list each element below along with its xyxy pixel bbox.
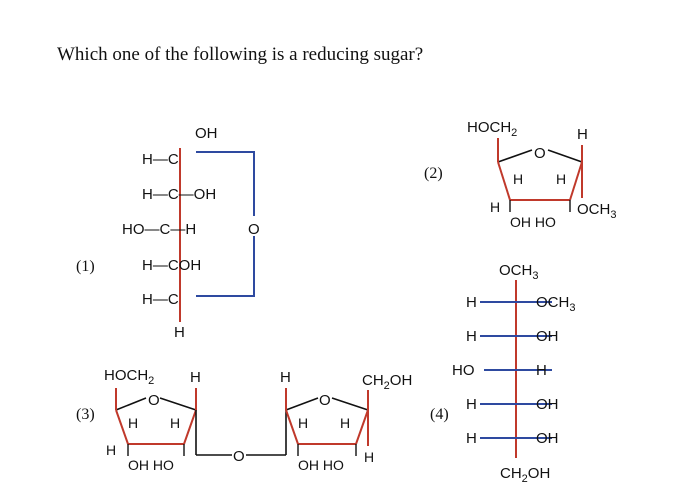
ring1-bond [159, 397, 197, 411]
row4-right-label: OH [536, 396, 559, 413]
structure-option-2: HOCH2 H O H H H OH HO OCH3 [467, 119, 616, 230]
ring2-oh-ho: OH HO [298, 457, 344, 473]
question-text: Which one of the following is a reducing… [57, 44, 424, 65]
option-1-label: (1) [76, 258, 95, 275]
h-inner-right-label: H [556, 171, 566, 187]
och3-label: OCH3 [577, 201, 616, 221]
oh-top-label: OH [195, 125, 218, 142]
h-top-right-label: H [577, 126, 588, 143]
structure-option-4: OCH3 H OCH3 H OH HO H H OH H OH CH2OH [452, 262, 575, 485]
ring2-h-top-label: H [280, 369, 291, 386]
row3-label: HO—C—H [122, 221, 196, 238]
ring2-h-inner-left: H [298, 415, 308, 431]
row2-left-label: H [466, 328, 477, 345]
ring-link-top [196, 151, 255, 216]
option-3-label: (3) [76, 406, 95, 423]
row2-label: H—C—OH [142, 186, 216, 203]
ring1-bond [115, 397, 147, 411]
ring1-h-inner-left: H [128, 415, 138, 431]
ring2-bond [355, 409, 369, 445]
ring-bond [547, 149, 583, 163]
hoch2-label: HOCH2 [104, 367, 154, 387]
ring1-bond [115, 409, 129, 445]
ring2-bond [285, 397, 319, 411]
row5-label: H—C [142, 291, 179, 308]
ring1-h-top-label: H [190, 369, 201, 386]
option-4-label: (4) [430, 406, 449, 423]
ring-link-bottom [196, 236, 255, 297]
row2-right-label: OH [536, 328, 559, 345]
bottom-h-label: H [174, 324, 185, 341]
ring1-h-low: H [106, 442, 116, 458]
row3-right-label: H [536, 362, 547, 379]
ring2-oxygen-label: O [319, 392, 331, 409]
ring-bond [497, 161, 511, 201]
bottom-ch2oh-label: CH2OH [500, 465, 550, 485]
structure-option-3: HOCH2 H O H H H OH HO O H O CH2OH H H H … [104, 367, 412, 473]
structure-option-1: OH H—C H—C—OH HO—C—H O H—COH H—C H [122, 125, 260, 341]
ring-oxygen-label: O [248, 221, 260, 238]
ring2-bond [331, 397, 369, 411]
ring-oxygen-label: O [534, 145, 546, 162]
ring1-oh-ho: OH HO [128, 457, 174, 473]
ring-bond [497, 149, 533, 163]
row1-right-label: OCH3 [536, 294, 575, 314]
row3-left-label: HO [452, 362, 475, 379]
ch2oh-label: CH2OH [362, 372, 412, 392]
ring2-h-low: H [364, 449, 374, 465]
top-och3-label: OCH3 [499, 262, 538, 282]
row1-label: H—C [142, 151, 179, 168]
hoch2-label: HOCH2 [467, 119, 517, 139]
ring-bond [569, 161, 583, 201]
row5-left-label: H [466, 430, 477, 447]
ring2-bond [285, 409, 299, 445]
row4-left-label: H [466, 396, 477, 413]
row1-left-label: H [466, 294, 477, 311]
h-inner-left-label: H [513, 171, 523, 187]
option-2-label: (2) [424, 165, 443, 182]
oh-ho-label: OH HO [510, 214, 556, 230]
ring1-h-inner-right: H [170, 415, 180, 431]
row4-label: H—COH [142, 257, 201, 274]
bridge-oxygen-label: O [233, 448, 245, 465]
h-low-left-label: H [490, 199, 500, 215]
ring1-bond [183, 409, 197, 445]
ring2-h-inner-right: H [340, 415, 350, 431]
ring1-oxygen-label: O [148, 392, 160, 409]
row5-right-label: OH [536, 430, 559, 447]
